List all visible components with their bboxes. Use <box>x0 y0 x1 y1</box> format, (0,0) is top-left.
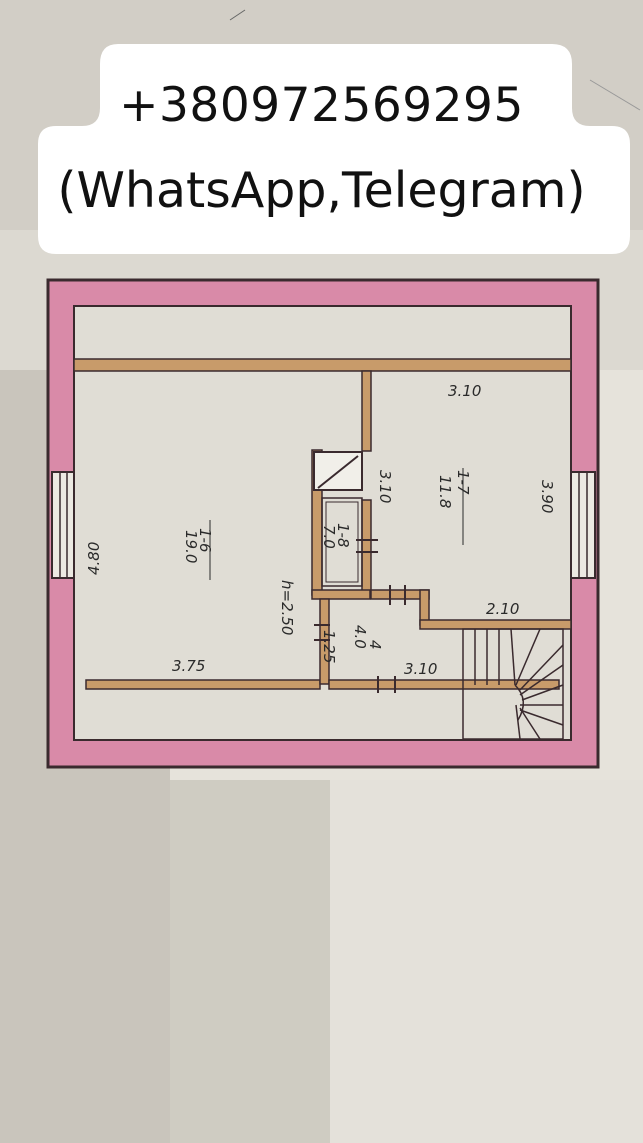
phone-number: +380972569295 <box>119 78 524 133</box>
outer-walls <box>46 278 600 769</box>
label-bottom-right-width: 3.10 <box>404 660 437 678</box>
caption-background <box>38 44 630 254</box>
label-hall-area: 4.0 <box>351 625 369 649</box>
label-room-left-area: 19.0 <box>182 530 200 563</box>
label-closet-number: 1-8 <box>334 523 352 548</box>
label-bottom-left-width: 3.75 <box>172 657 205 675</box>
label-hall-side: 1.25 <box>320 630 338 663</box>
label-hall-number: 4 <box>366 640 384 650</box>
label-closet-area: 7.0 <box>320 525 338 549</box>
label-stair-width: 2.10 <box>486 600 519 618</box>
label-width-top-right: 3.10 <box>448 382 481 400</box>
label-closet-depth: 3.10 <box>376 470 394 503</box>
label-height-right-room: 3.90 <box>538 480 556 513</box>
label-room-right-area: 11.8 <box>436 475 454 508</box>
label-ceiling-height: h=2.50 <box>278 580 296 635</box>
messenger-apps: (WhatsApp,Telegram) <box>57 162 586 219</box>
label-left-height: 4.80 <box>85 542 103 575</box>
contact-caption: +380972569295 (WhatsApp,Telegram) <box>0 0 643 260</box>
